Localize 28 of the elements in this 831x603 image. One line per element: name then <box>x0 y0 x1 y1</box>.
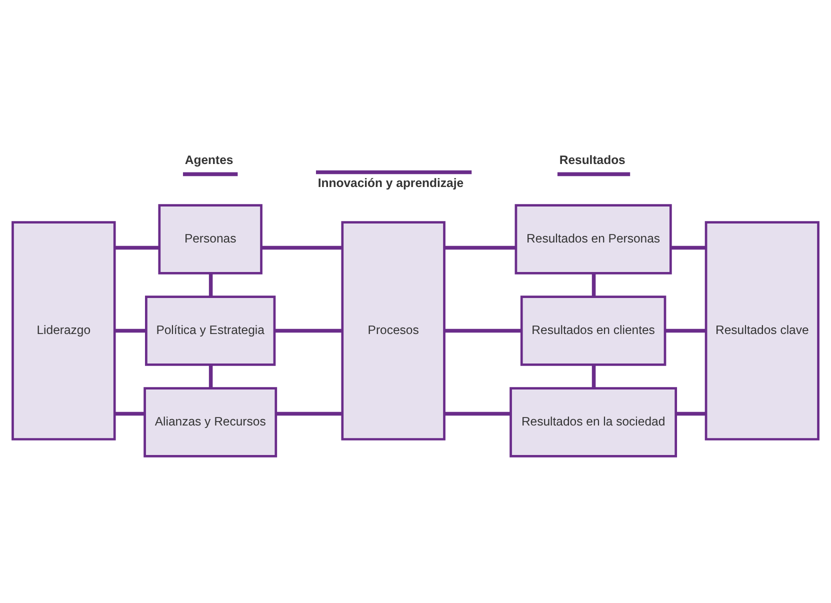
connector <box>592 272 596 296</box>
node-box: Procesos <box>341 220 446 440</box>
node-box: Liderazgo <box>12 220 116 440</box>
connector <box>276 411 342 416</box>
connector <box>444 328 522 332</box>
connector <box>208 364 213 388</box>
node-box: Resultados en clientes <box>520 295 666 366</box>
connector <box>592 364 596 388</box>
connector <box>676 411 706 416</box>
node-box: Resultados en la sociedad <box>510 386 678 457</box>
connector <box>114 411 145 416</box>
connector <box>670 245 706 250</box>
connector <box>208 272 213 296</box>
connector <box>261 245 342 250</box>
connector <box>444 245 516 250</box>
node-box: Resultados clave <box>704 220 820 440</box>
node-box: Resultados en Personas <box>514 204 672 274</box>
label: Innovación y aprendizaje <box>318 175 464 190</box>
connector <box>114 245 160 250</box>
node-box: Política y Estrategia <box>145 295 276 366</box>
connector <box>444 411 511 416</box>
connector <box>274 328 342 332</box>
connector <box>114 328 146 332</box>
node-box: Personas <box>158 204 262 274</box>
label: Resultados <box>559 152 626 167</box>
node-box: Alianzas y Recursos <box>144 386 278 457</box>
connector <box>665 328 706 332</box>
label: Agentes <box>184 152 234 167</box>
